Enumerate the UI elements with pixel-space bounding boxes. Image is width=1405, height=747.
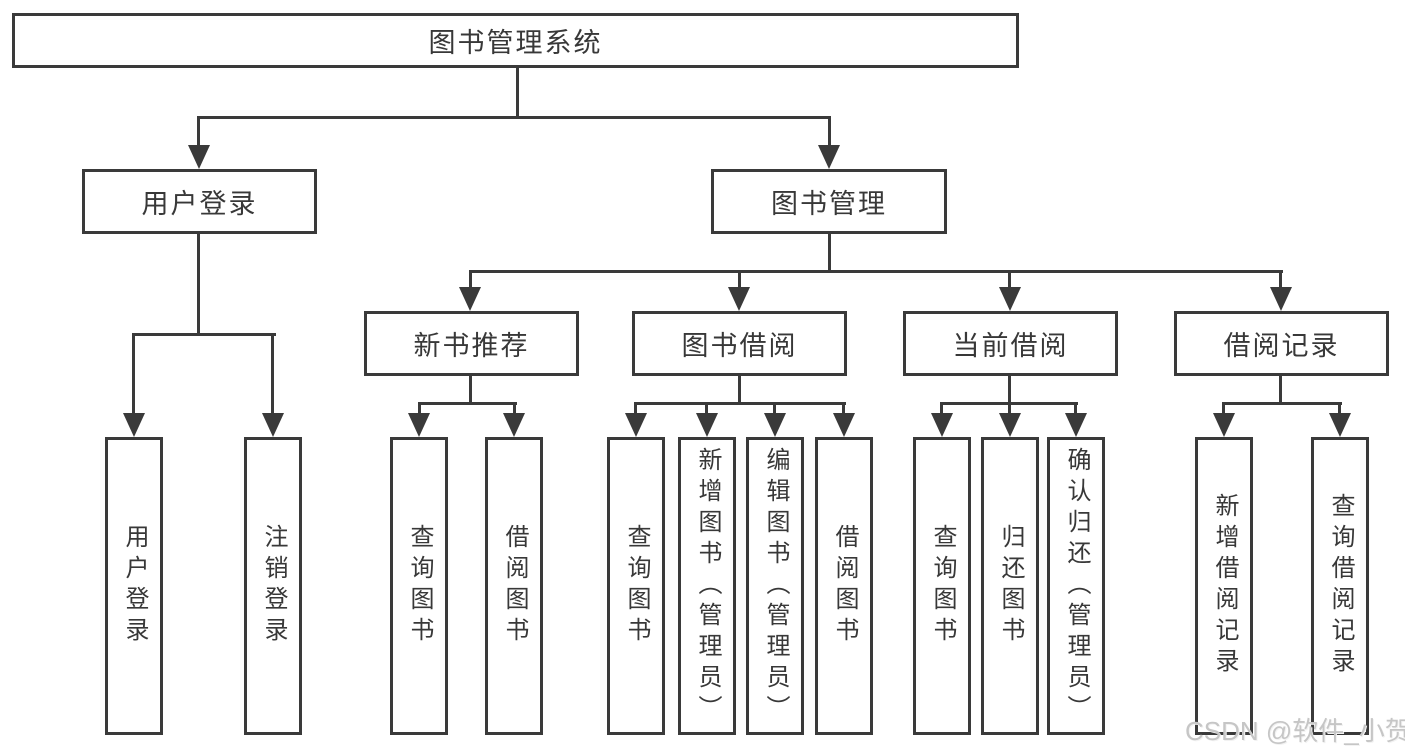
connector-stub	[842, 402, 845, 415]
leaf-add-borrow-record: 新增借阅记录	[1195, 437, 1253, 735]
connector-new-books-bar	[418, 402, 517, 405]
node-label: 图书管理系统	[428, 28, 603, 58]
node-label: 查询图书	[623, 524, 650, 648]
node-label: 归还图书	[997, 524, 1024, 648]
node-label: 新增图书（管理员）	[694, 446, 721, 726]
node-label: 用户登录	[141, 189, 258, 219]
connector-book-mgmt-bar	[469, 270, 1283, 273]
node-label: 新书推荐	[413, 331, 530, 361]
leaf-logout: 注销登录	[244, 437, 302, 735]
arrow-down-icon	[999, 413, 1021, 437]
arrow-down-icon	[931, 413, 953, 437]
connector-stub	[1008, 270, 1011, 289]
leaf-borrow-books: 借阅图书	[815, 437, 873, 735]
connector-stub	[634, 402, 637, 415]
connector-stub	[940, 402, 943, 415]
connector-borrow-records-stem	[1279, 374, 1282, 405]
connector-user-login-stub	[197, 116, 200, 147]
node-label: 新增借阅记录	[1211, 493, 1238, 679]
connector-stub	[1074, 402, 1077, 415]
connector-user-login-stem	[197, 233, 200, 335]
leaf-query-books-recommend: 查询图书	[390, 437, 448, 735]
arrow-down-icon	[999, 287, 1021, 311]
leaf-query-books-current: 查询图书	[913, 437, 971, 735]
connector-stub	[738, 270, 741, 289]
arrow-down-icon	[818, 145, 840, 169]
connector-stub	[513, 402, 516, 415]
node-label: 图书管理	[771, 189, 887, 219]
arrow-down-icon	[696, 413, 718, 437]
connector-stub	[1279, 270, 1282, 289]
connector-stub	[418, 402, 421, 415]
leaf-query-borrow-record: 查询借阅记录	[1311, 437, 1369, 735]
leaf-return-books: 归还图书	[981, 437, 1039, 735]
arrow-down-icon	[1270, 287, 1292, 311]
arrow-down-icon	[1213, 413, 1235, 437]
arrow-down-icon	[625, 413, 647, 437]
arrow-down-icon	[262, 413, 284, 437]
leaf-borrow-books-recommend: 借阅图书	[485, 437, 543, 735]
arrow-down-icon	[188, 145, 210, 169]
node-borrow-records: 借阅记录	[1174, 311, 1389, 376]
node-label: 查询图书	[406, 524, 433, 648]
node-library-management-system: 图书管理系统	[12, 13, 1019, 68]
connector-stub	[469, 270, 472, 289]
arrow-down-icon	[123, 413, 145, 437]
arrow-down-icon	[1329, 413, 1351, 437]
connector-borrow-records-bar	[1222, 402, 1342, 405]
connector-book-mgmt-stem	[828, 233, 831, 272]
node-label: 确认归还（管理员）	[1063, 446, 1090, 726]
leaf-query-books-borrow: 查询图书	[607, 437, 665, 735]
node-label: 用户登录	[121, 524, 148, 648]
connector-user-login-bar	[132, 333, 276, 336]
node-label: 查询图书	[929, 524, 956, 648]
connector-book-borrow-stem	[738, 374, 741, 405]
connector-stub	[773, 402, 776, 415]
connector-book-mgmt-stub	[828, 116, 831, 147]
connector-book-borrow-bar	[634, 402, 846, 405]
node-user-login: 用户登录	[82, 169, 317, 234]
connector-stub	[705, 402, 708, 415]
leaf-edit-books-admin: 编辑图书（管理员）	[746, 437, 804, 735]
arrow-down-icon	[833, 413, 855, 437]
node-label: 注销登录	[260, 524, 287, 648]
node-label: 编辑图书（管理员）	[762, 446, 789, 726]
node-label: 借阅记录	[1223, 331, 1340, 361]
connector-new-books-stem	[469, 374, 472, 405]
node-book-borrow: 图书借阅	[632, 311, 847, 376]
csdn-watermark: CSDN @软件_小贺同学	[1185, 716, 1405, 746]
node-current-borrow: 当前借阅	[903, 311, 1118, 376]
arrow-down-icon	[459, 287, 481, 311]
connector-stub	[1008, 402, 1011, 415]
connector-root-bar	[197, 116, 831, 119]
connector-root-stem	[516, 66, 519, 118]
connector-stub	[271, 333, 274, 415]
node-new-book-recommend: 新书推荐	[364, 311, 579, 376]
connector-stub	[1222, 402, 1225, 415]
leaf-user-login: 用户登录	[105, 437, 163, 735]
arrow-down-icon	[764, 413, 786, 437]
node-label: 借阅图书	[501, 524, 528, 648]
connector-stub	[1338, 402, 1341, 415]
arrow-down-icon	[1065, 413, 1087, 437]
node-label: 图书借阅	[681, 331, 798, 361]
node-label: 借阅图书	[831, 524, 858, 648]
arrow-down-icon	[728, 287, 750, 311]
connector-current-borrow-stem	[1008, 374, 1011, 405]
arrow-down-icon	[408, 413, 430, 437]
node-book-management: 图书管理	[711, 169, 947, 234]
arrow-down-icon	[503, 413, 525, 437]
node-label: 查询借阅记录	[1327, 493, 1354, 679]
leaf-confirm-return-admin: 确认归还（管理员）	[1047, 437, 1105, 735]
connector-stub	[132, 333, 135, 415]
leaf-add-books-admin: 新增图书（管理员）	[678, 437, 736, 735]
node-label: 当前借阅	[952, 331, 1069, 361]
